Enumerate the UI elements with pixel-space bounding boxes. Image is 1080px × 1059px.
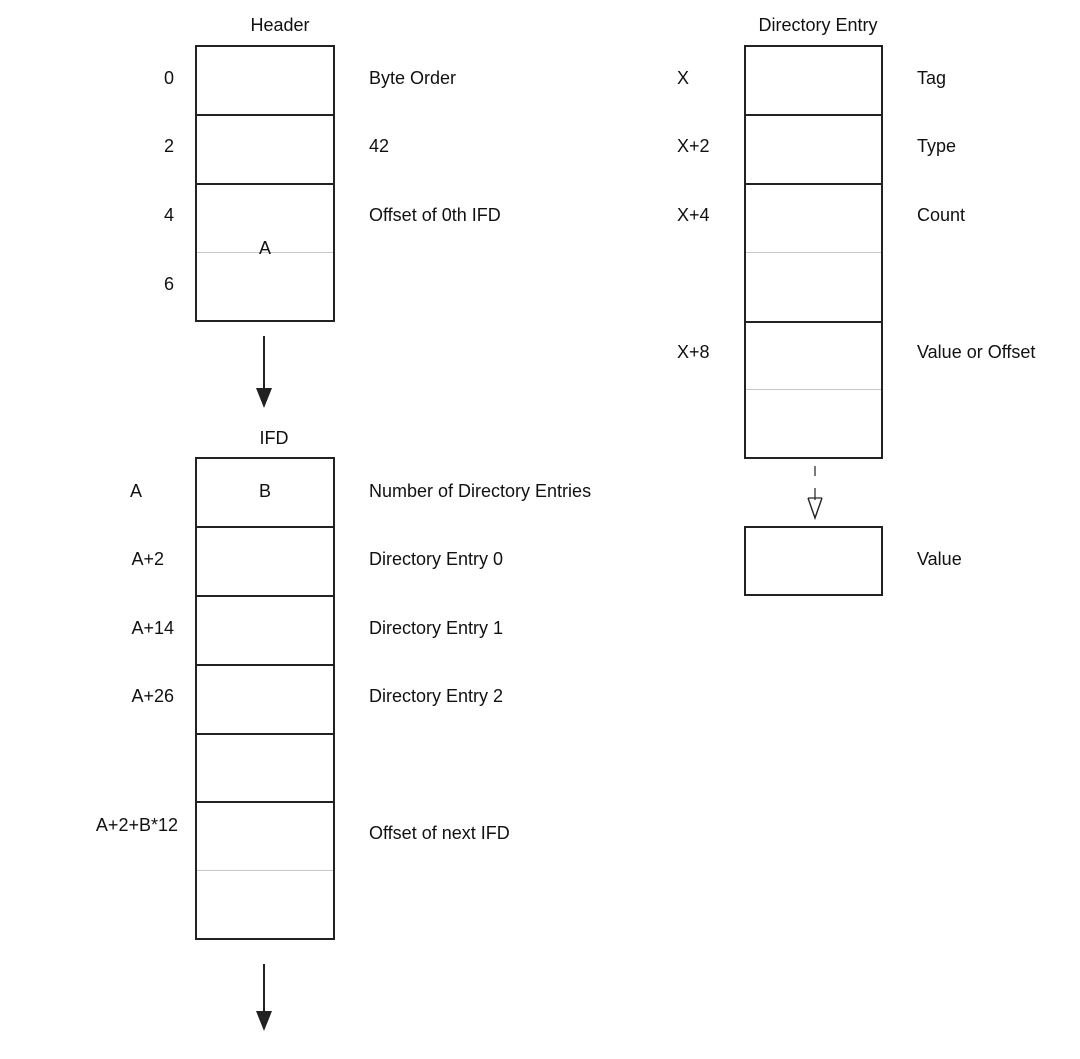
dir-divider-1 <box>746 114 881 116</box>
ifd-divider-1 <box>197 526 333 528</box>
dir-offset-x-plus-8: X+8 <box>677 342 710 362</box>
header-offset-6: 6 <box>163 274 174 294</box>
header-desc-offset-ifd: Offset of 0th IFD <box>369 205 501 225</box>
dir-desc-count: Count <box>917 205 966 225</box>
ifd-offset-a-plus-2: A+2 <box>131 549 164 569</box>
ifd-offset-a-plus-14: A+14 <box>131 618 174 638</box>
ifd-desc-entry-1: Directory Entry 1 <box>369 618 504 638</box>
ifd-divider-2 <box>197 595 333 597</box>
ifd-offset-a-plus-26: A+26 <box>131 686 174 706</box>
dir-desc-tag: Tag <box>917 68 947 88</box>
dir-desc-type: Type <box>917 136 957 156</box>
header-desc-byte-order: Byte Order <box>369 68 457 88</box>
directory-entry-box <box>744 45 883 459</box>
dir-divider-4 <box>746 321 881 323</box>
dir-divider-5 <box>746 389 881 390</box>
next-ifd-arrow <box>256 964 272 1031</box>
value-box <box>744 526 883 596</box>
header-offset-pointer-label: A <box>258 238 271 258</box>
ifd-offset-a: A <box>129 481 142 501</box>
dir-offset-x: X <box>677 68 690 88</box>
dir-offset-x-plus-4: X+4 <box>677 205 710 225</box>
dir-divider-3 <box>746 252 881 253</box>
ifd-divider-3 <box>197 664 333 666</box>
header-structure-box <box>195 45 335 322</box>
header-desc-42: 42 <box>369 136 390 156</box>
value-label: Value <box>917 549 962 569</box>
ifd-entry-count-label: B <box>258 481 271 501</box>
header-title: Header <box>250 15 310 35</box>
offset-to-value-dashed-arrow <box>807 466 823 521</box>
ifd-divider-4 <box>197 733 333 735</box>
ifd-desc-offset-next: Offset of next IFD <box>369 823 510 843</box>
header-offset-0: 0 <box>163 68 174 88</box>
header-divider-3 <box>197 252 333 253</box>
header-divider-2 <box>197 183 333 185</box>
ifd-desc-number-entries: Number of Directory Entries <box>369 481 592 501</box>
header-offset-4: 4 <box>163 205 174 225</box>
dir-offset-x-plus-2: X+2 <box>677 136 710 156</box>
ifd-divider-6 <box>197 870 333 871</box>
header-to-ifd-arrow <box>256 336 272 408</box>
ifd-title: IFD <box>259 428 289 448</box>
header-divider-1 <box>197 114 333 116</box>
ifd-divider-5 <box>197 801 333 803</box>
dir-divider-2 <box>746 183 881 185</box>
dir-desc-value-or-offset: Value or Offset <box>917 342 1036 362</box>
ifd-desc-entry-2: Directory Entry 2 <box>369 686 504 706</box>
ifd-structure-box <box>195 457 335 940</box>
header-offset-2: 2 <box>163 136 174 156</box>
directory-entry-title: Directory Entry <box>758 15 878 35</box>
ifd-offset-next: A+2+B*12 <box>95 815 178 835</box>
ifd-desc-entry-0: Directory Entry 0 <box>369 549 504 569</box>
